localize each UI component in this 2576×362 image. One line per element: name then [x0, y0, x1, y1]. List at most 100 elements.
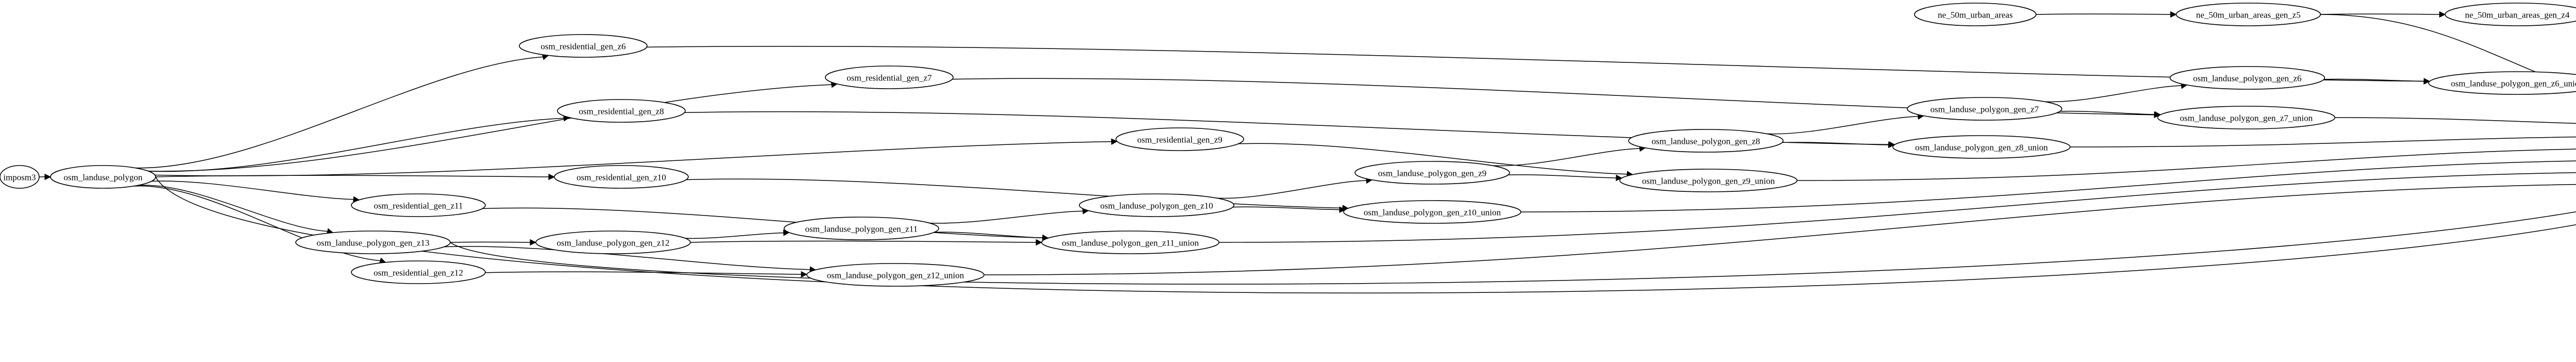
graph-node-imposm3[interactable]: imposm3 — [0, 165, 40, 189]
graph-edge — [138, 185, 328, 232]
legend-feeder-edge — [2334, 117, 2576, 124]
node-ellipse — [1628, 129, 1784, 153]
graph-node-osm_landuse_polygon_gen_z9[interactable]: osm_landuse_polygon_gen_z9 — [1354, 161, 1510, 185]
graph-node-osm_landuse_polygon_gen_z10[interactable]: osm_landuse_polygon_gen_z10 — [1079, 193, 1234, 217]
node-label: ne_50m_urban_areas — [1938, 10, 2012, 20]
graph-node-osm_landuse_polygon_gen_z12[interactable]: osm_landuse_polygon_gen_z12 — [535, 231, 691, 254]
node-label: osm_landuse_polygon_gen_z11_union — [1062, 238, 1199, 248]
node-ellipse — [554, 165, 689, 189]
edge-arrowhead — [2170, 11, 2177, 18]
graph-node-osm_residential_gen_z8[interactable]: osm_residential_gen_z8 — [557, 99, 686, 123]
legend-feeder-edge — [2070, 136, 2576, 147]
graph-node-osm_landuse_polygon_gen_z10_union[interactable]: osm_landuse_polygon_gen_z10_union — [1343, 200, 1521, 224]
edge-arrowhead — [801, 271, 808, 278]
graph-edge — [482, 207, 1043, 238]
graph-node-osm_landuse_polygon_gen_z12_union[interactable]: osm_landuse_polygon_gen_z12_union — [806, 263, 985, 287]
graph-node-osm_residential_gen_z11[interactable]: osm_residential_gen_z11 — [351, 193, 486, 217]
graph-node-ne_50m_urban_areas_gen_z5[interactable]: ne_50m_urban_areas_gen_z5 — [2176, 3, 2321, 26]
graph-node-osm_residential_gen_z12[interactable]: osm_residential_gen_z12 — [351, 260, 486, 284]
graph-edge — [1216, 180, 1367, 199]
graph-edge — [444, 246, 810, 270]
graph-edge — [135, 56, 543, 169]
node-label: osm_residential_gen_z6 — [540, 42, 625, 52]
graph-node-osm_landuse_polygon_gen_z7[interactable]: osm_landuse_polygon_gen_z7 — [1907, 97, 2062, 121]
graph-node-osm_landuse_polygon_gen_z9_union[interactable]: osm_landuse_polygon_gen_z9_union — [1619, 169, 1798, 192]
edge-arrowhead — [2424, 78, 2431, 85]
graph-node-ne_50m_urban_areas_gen_z4[interactable]: ne_50m_urban_areas_gen_z4 — [2445, 3, 2576, 26]
edge-arrowhead — [1036, 239, 1043, 246]
graph-edge — [1767, 116, 1918, 135]
node-label: osm_residential_gen_z11 — [374, 201, 463, 211]
graph-node-osm_landuse_polygon_gen_z13[interactable]: osm_landuse_polygon_gen_z13 — [295, 231, 451, 254]
graph-edge — [1238, 143, 1628, 175]
graph-edge — [148, 118, 564, 172]
graph-edge — [934, 232, 1043, 238]
node-ellipse — [2157, 106, 2335, 129]
graph-node-osm_residential_gen_z7[interactable]: osm_residential_gen_z7 — [825, 65, 954, 89]
edge-arrowhead — [1888, 141, 1895, 148]
node-label: osm_landuse_polygon_gen_z12 — [556, 238, 669, 248]
node-label: osm_landuse_polygon_gen_z8_union — [1915, 143, 2048, 153]
node-ellipse — [535, 231, 691, 254]
graph-edge — [647, 46, 2424, 82]
graph-node-osm_landuse_polygon_gen_z8[interactable]: osm_landuse_polygon_gen_z8 — [1628, 129, 1784, 153]
node-ellipse — [0, 165, 40, 189]
node-label: osm_landuse_polygon_gen_z9_union — [1642, 176, 1775, 186]
node-ellipse — [784, 217, 939, 240]
node-label: osm_residential_gen_z9 — [1137, 135, 1222, 145]
graph-node-osm_landuse_polygon_gen_z8_union[interactable]: osm_landuse_polygon_gen_z8_union — [1892, 135, 2071, 159]
graph-node-osm_landuse_polygon_gen_z11[interactable]: osm_landuse_polygon_gen_z11 — [784, 217, 939, 240]
graph-edge — [155, 175, 549, 177]
graph-node-ne_50m_urban_areas[interactable]: ne_50m_urban_areas — [1914, 3, 2037, 26]
edge-arrowhead — [44, 173, 52, 180]
node-ellipse — [1907, 97, 2062, 121]
edge-arrowhead — [1111, 138, 1118, 145]
node-label: osm_landuse_polygon_gen_z7 — [1930, 105, 2039, 114]
graph-edge — [929, 210, 1083, 224]
node-label: osm_landuse_polygon_gen_z6 — [2193, 74, 2302, 84]
edge-arrowhead — [2439, 11, 2446, 18]
legend-feeder-edge — [2320, 14, 2576, 88]
graph-node-osm_residential_gen_z9[interactable]: osm_residential_gen_z9 — [1115, 127, 1244, 151]
graph-edge — [485, 271, 802, 275]
node-label: osm_residential_gen_z8 — [579, 107, 664, 117]
graph-node-osm_landuse_polygon_gen_z7_union[interactable]: osm_landuse_polygon_gen_z7_union — [2157, 106, 2335, 129]
legend-feeder-edge — [984, 184, 2576, 275]
node-label: osm_landuse_polygon — [64, 173, 143, 183]
graph-node-osm_landuse_polygon_gen_z6_union[interactable]: osm_landuse_polygon_gen_z6_union — [2428, 71, 2576, 95]
node-ellipse — [50, 165, 156, 189]
node-ellipse — [1354, 161, 1510, 185]
graph-node-osm_landuse_polygon[interactable]: osm_landuse_polygon — [50, 165, 156, 189]
node-ellipse — [557, 99, 686, 123]
graph-edge — [1232, 206, 1340, 210]
node-label: osm_landuse_polygon_gen_z13 — [316, 238, 429, 248]
graph-node-osm_residential_gen_z10[interactable]: osm_residential_gen_z10 — [554, 165, 689, 189]
graph-node-osm_landuse_polygon_gen_z6[interactable]: osm_landuse_polygon_gen_z6 — [2170, 66, 2325, 90]
node-ellipse — [1914, 3, 2037, 26]
graph-edge — [151, 180, 354, 200]
node-ellipse — [2176, 3, 2321, 26]
nodes-layer: imposm3 osm_landuse_polygon osm_residentia… — [0, 3, 2576, 287]
node-ellipse — [351, 193, 486, 217]
graph-node-osm_landuse_polygon_gen_z11_union[interactable]: osm_landuse_polygon_gen_z11_union — [1041, 231, 1219, 254]
graph-edge — [2060, 110, 2155, 115]
legend-feeder-edge — [1520, 160, 2576, 212]
legend-feeder-edge — [1218, 172, 2576, 243]
edge-arrowhead — [548, 173, 555, 180]
node-ellipse — [806, 263, 985, 287]
node-label: osm_residential_gen_z10 — [577, 173, 666, 183]
node-ellipse — [2428, 71, 2576, 95]
node-ellipse — [295, 231, 451, 254]
node-label: osm_landuse_polygon_gen_z6_union — [2451, 79, 2576, 89]
graph-node-osm_residential_gen_z6[interactable]: osm_residential_gen_z6 — [519, 34, 648, 58]
legend-feeder-edge — [155, 176, 2576, 293]
edge-arrowhead — [1616, 174, 1623, 182]
node-label: osm_residential_gen_z12 — [374, 268, 463, 278]
node-label: osm_landuse_polygon_gen_z8 — [1652, 137, 1760, 146]
node-ellipse — [1619, 169, 1798, 192]
graph-edge — [148, 84, 832, 172]
legend-feeder-edge — [1797, 149, 2576, 181]
graph-edge — [690, 240, 1037, 243]
node-ellipse — [825, 65, 954, 89]
